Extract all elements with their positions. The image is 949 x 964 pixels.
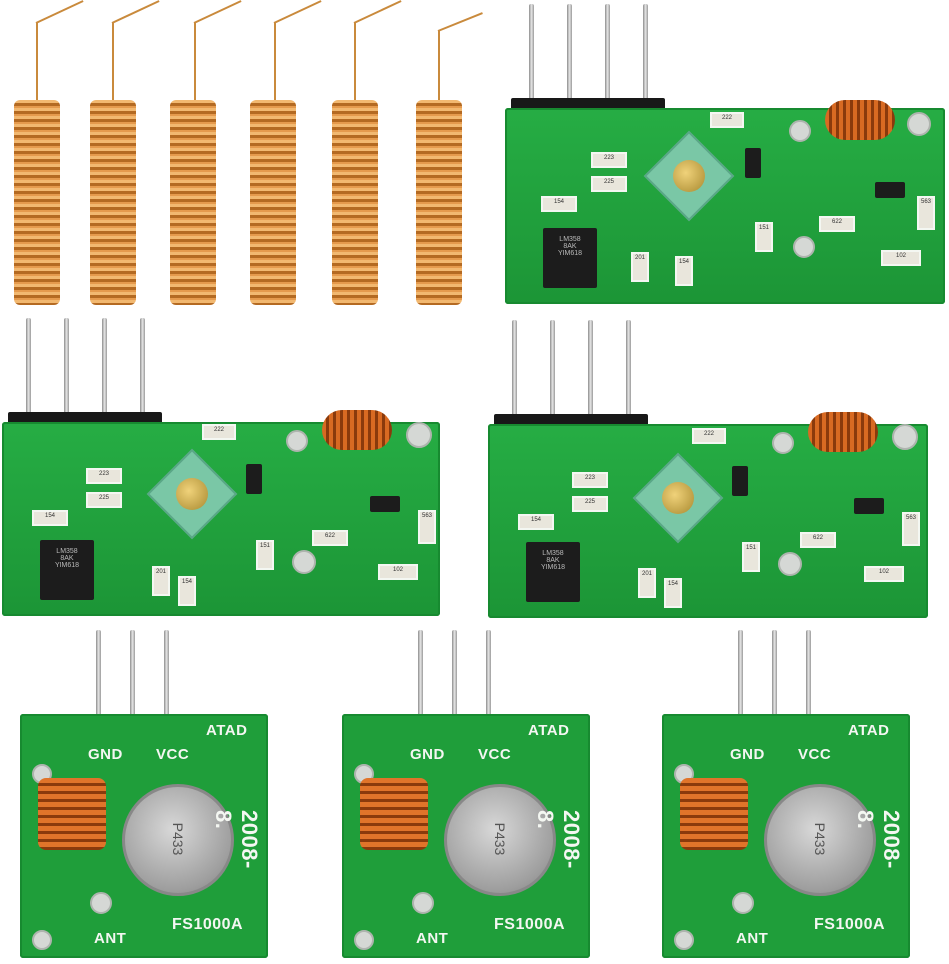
transistor — [875, 182, 905, 198]
inductor-coil — [808, 412, 878, 452]
crystal-oscillator: P433 — [444, 784, 556, 896]
trim-screw — [662, 482, 694, 514]
transistor — [745, 148, 761, 178]
transistor — [732, 466, 748, 496]
spring-antenna — [248, 0, 322, 310]
receiver-module: LM358 8AK YIM618 222 223 225 154 622 102… — [2, 314, 446, 624]
transistor — [854, 498, 884, 514]
spring-antenna — [88, 0, 160, 310]
spring-antenna — [330, 0, 402, 310]
antenna-coil — [360, 778, 428, 850]
antenna-group — [0, 0, 500, 310]
receiver-module: LM358 8AK YIM618 222 223 225 154 622 102… — [505, 0, 949, 310]
transmitter-module: GND VCC ATAD P433 2008-8. FS1000A ANT — [20, 630, 270, 960]
crystal-oscillator: P433 — [764, 784, 876, 896]
lm358-chip: LM358 8AK YIM618 — [40, 540, 94, 600]
crystal-oscillator: P433 — [122, 784, 234, 896]
lm358-chip: LM358 8AK YIM618 — [526, 542, 580, 602]
spring-antenna — [414, 0, 484, 310]
trim-screw — [176, 478, 208, 510]
receiver-module: LM358 8AK YIM618 222 223 225 154 622 102… — [488, 316, 932, 626]
spring-antenna — [168, 0, 242, 310]
transmitter-module: GND VCC ATAD P433 2008-8. FS1000A ANT — [662, 630, 912, 960]
inductor-coil — [825, 100, 895, 140]
transmitter-module: GND VCC ATAD P433 2008-8. FS1000A ANT — [342, 630, 592, 960]
antenna-coil — [38, 778, 106, 850]
transistor — [370, 496, 400, 512]
transistor — [246, 464, 262, 494]
trim-screw — [673, 160, 705, 192]
inductor-coil — [322, 410, 392, 450]
spring-antenna — [8, 0, 84, 310]
antenna-coil — [680, 778, 748, 850]
lm358-chip: LM358 8AK YIM618 — [543, 228, 597, 288]
